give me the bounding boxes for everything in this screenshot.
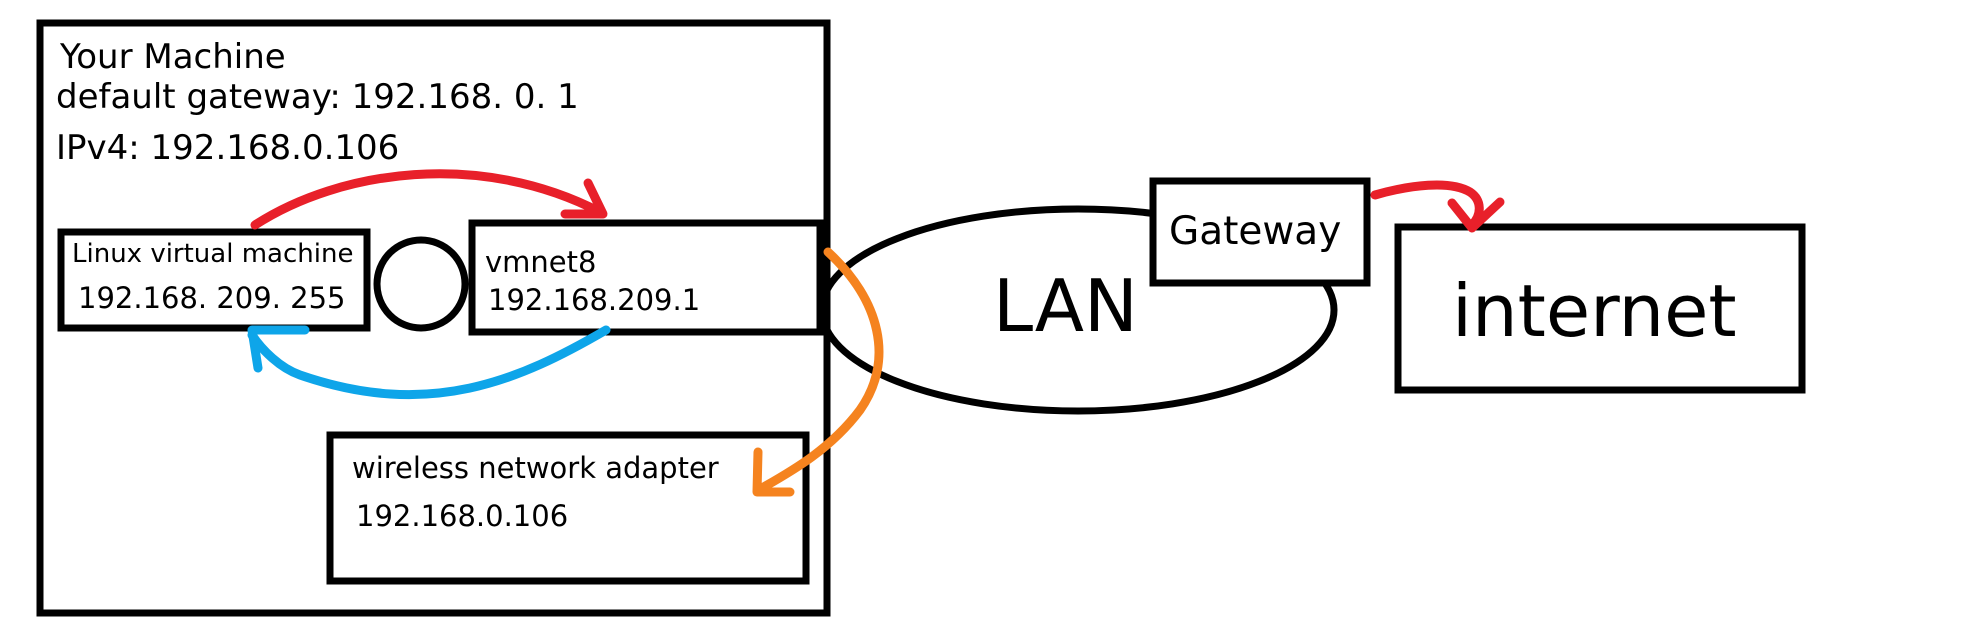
red-arrowhead-gateway-to-internet <box>1447 197 1505 233</box>
linux-vm-box <box>57 228 371 332</box>
blue-arrow-vmnet8-to-vm <box>247 325 611 400</box>
linux-vm-ip: 192.168. 209. 255 <box>78 281 346 315</box>
machine-ipv4-line: IPv4: 192.168.0.106 <box>56 128 400 168</box>
wireless-adapter-box <box>326 431 810 585</box>
red-arrowhead-vm-to-vmnet8 <box>560 178 608 219</box>
vmnet8-name: vmnet8 <box>485 245 597 279</box>
gateway-box <box>1149 177 1371 287</box>
internet-label: internet <box>1452 269 1737 353</box>
orange-arrowhead-vmnet8-to-adapter <box>752 447 795 497</box>
red-arrow-gateway-to-internet <box>1370 180 1484 230</box>
your-machine-box <box>36 19 831 617</box>
connector-circle <box>373 236 469 332</box>
orange-arrow-vmnet8-to-adapter <box>757 247 884 493</box>
linux-vm-name: Linux virtual machine <box>72 239 354 269</box>
lan-label: LAN <box>993 264 1138 348</box>
gateway-label: Gateway <box>1169 209 1342 254</box>
wireless-adapter-ip: 192.168.0.106 <box>356 499 569 533</box>
wireless-adapter-name: wireless network adapter <box>352 451 719 485</box>
internet-box <box>1394 223 1806 394</box>
red-arrow-vm-to-vmnet8 <box>250 169 605 230</box>
lan-ellipse <box>818 205 1338 415</box>
machine-title: Your Machine <box>60 37 286 77</box>
blue-arrowhead-vmnet8-to-vm <box>247 325 310 373</box>
vmnet8-box <box>468 219 824 336</box>
machine-gateway-line: default gateway: 192.168. 0. 1 <box>56 77 579 117</box>
vmnet8-ip: 192.168.209.1 <box>488 283 701 317</box>
